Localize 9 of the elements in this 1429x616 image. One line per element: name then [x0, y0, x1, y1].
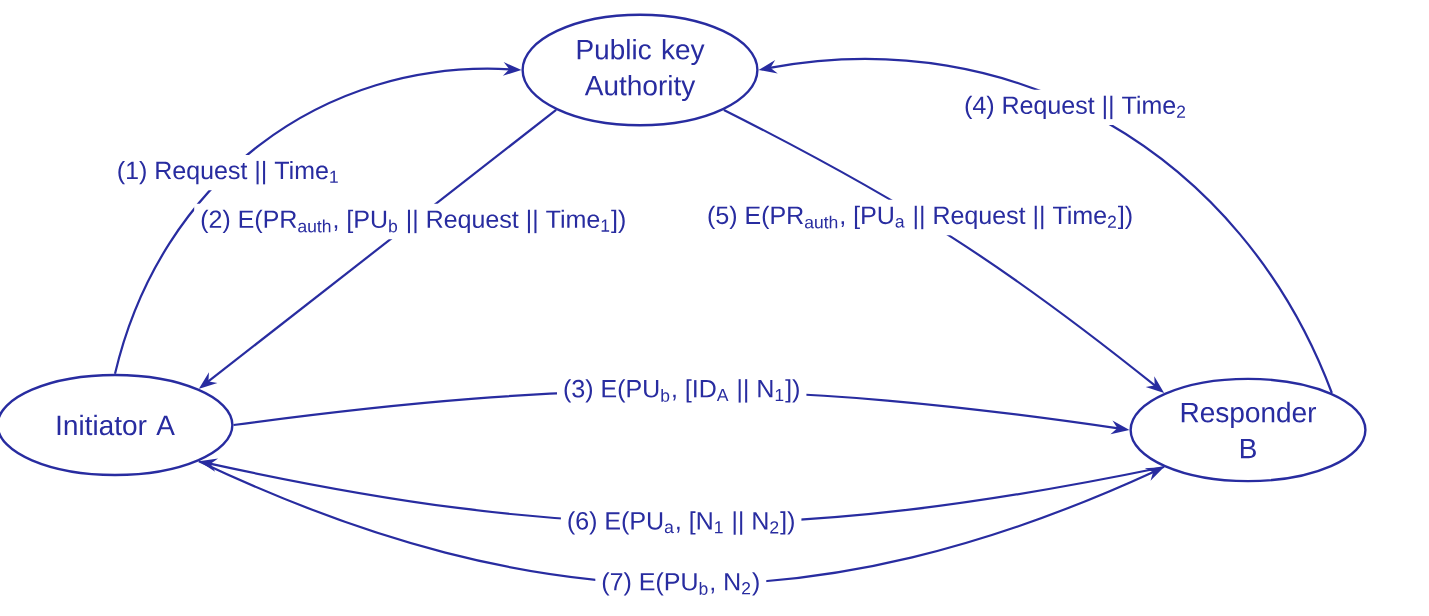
ellipse-node: Public key Authority	[521, 13, 759, 127]
edge-label: (2) E(PR$_{auth}$, [PU$_{b}$ || Request || Time$_{1}$])	[194, 203, 633, 240]
edge-label: (3) E(PU$_{b}$, [ID$_{A}$ || N$_{1}$])	[557, 373, 807, 409]
edge-label: (7) E(PU$_{b}$, N$_{2}$)	[595, 566, 767, 602]
edge-label: (6) E(PU$_{a}$, [N$_{1}$ || N$_{2}$])	[560, 505, 802, 541]
edge-label: (5) E(PR$_{auth}$, [PU$_{a}$ || Request || Time$_{2}$])	[701, 199, 1140, 236]
edge-label: (1) Request || Time$_{1}$	[110, 154, 346, 191]
ellipse-node: Responder B	[1129, 377, 1367, 483]
edge-label: (4) Request || Time$_{2}$	[958, 89, 1193, 126]
